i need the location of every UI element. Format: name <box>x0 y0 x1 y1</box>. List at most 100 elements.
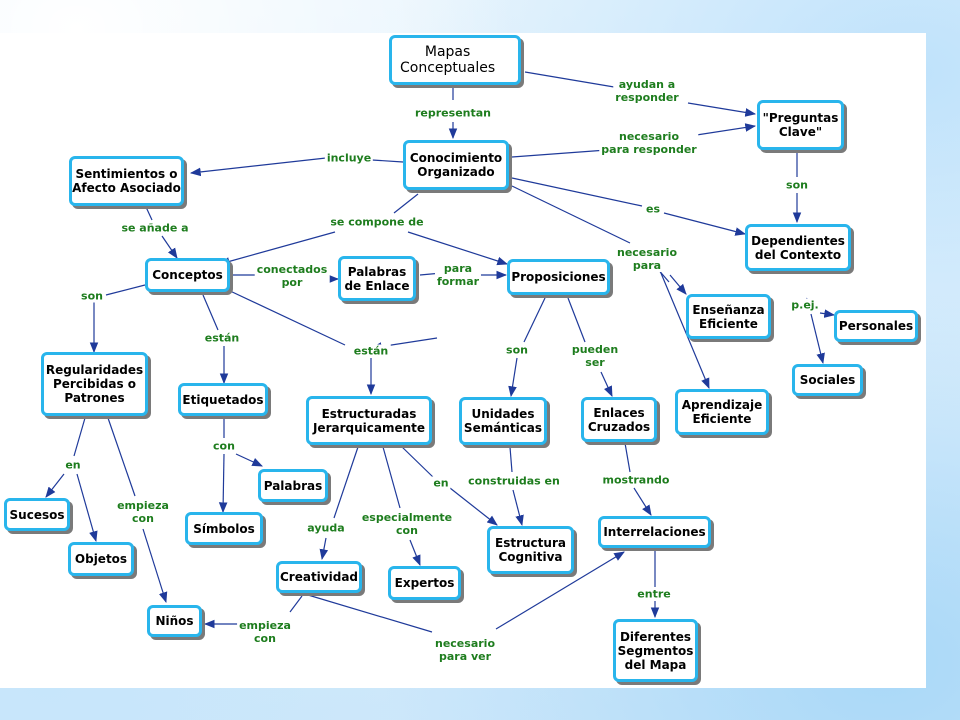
link-segment <box>511 149 608 158</box>
node-personales: Personales <box>834 310 918 342</box>
link-label-empieza-con-2: empieza con <box>237 619 293 645</box>
link-label-p-ej: p.ej. <box>789 298 821 312</box>
link-arrow <box>508 357 518 398</box>
node-conceptos: Conceptos <box>145 258 230 292</box>
node-unidades-semanticas: Unidades Semánticas <box>459 397 547 445</box>
link-segment <box>297 591 433 633</box>
link-segment <box>399 444 435 479</box>
link-segment <box>509 446 513 473</box>
link-label-se-compone-de: se compone de <box>328 215 426 229</box>
node-palabras-enlace: Palabras de Enlace <box>338 256 416 301</box>
link-segment <box>511 185 631 244</box>
link-segment <box>523 297 546 343</box>
node-mapas-conceptuales: Mapas Conceptuales <box>389 35 521 85</box>
link-arrow <box>600 371 613 397</box>
link-arrow <box>76 473 98 543</box>
node-estructuradas-jerarquicamente: Estructuradas Jerarquicamente <box>306 396 432 445</box>
link-arrow <box>235 453 263 467</box>
link-label-construidas-en: construidas en <box>466 474 562 488</box>
link-label-necesario-para-ver: necesario para ver <box>433 637 497 663</box>
link-arrow <box>669 274 687 295</box>
link-segment <box>382 446 401 509</box>
link-segment <box>105 284 146 296</box>
link-label-ayudan-a-responder: ayudan a responder <box>613 78 681 104</box>
link-arrow <box>45 473 65 498</box>
link-label-en-estructura: en <box>431 476 451 490</box>
link-label-con: con <box>211 439 237 453</box>
link-label-especialmente-con: especialmente con <box>359 511 455 537</box>
node-dependientes-contexto: Dependientes del Contexto <box>745 224 851 271</box>
link-segment <box>107 417 136 497</box>
link-label-mostrando: mostrando <box>600 473 672 487</box>
node-regularidades: Regularidades Percibidas o Patrones <box>41 352 148 416</box>
link-label-ayuda: ayuda <box>305 521 347 535</box>
link-label-conectados-por: conectados por <box>254 263 330 289</box>
link-arrow <box>449 487 498 526</box>
link-arrow <box>189 157 327 177</box>
link-arrow <box>218 453 228 514</box>
node-ensenanza-eficiente: Enseñanza Eficiente <box>686 294 771 339</box>
link-segment <box>333 446 359 519</box>
link-label-necesario-para-responder: necesario para responder <box>599 130 699 156</box>
link-segment <box>511 177 643 207</box>
link-arrow <box>657 265 710 389</box>
link-label-representan: representan <box>413 106 493 120</box>
node-palabras: Palabras <box>258 469 328 502</box>
link-segment <box>524 71 621 89</box>
link-segment <box>567 297 586 343</box>
node-preguntas-clave: "Preguntas Clave" <box>757 100 844 150</box>
link-label-son-preguntas: son <box>784 178 810 192</box>
link-label-en-sucesos: en <box>63 458 83 472</box>
link-arrow <box>409 539 421 567</box>
link-label-son-unidades: son <box>504 343 530 357</box>
node-ninos: Niños <box>147 605 202 637</box>
link-arrow <box>407 231 509 266</box>
link-label-necesario-para: necesario para <box>615 246 679 272</box>
link-label-es: es <box>643 202 663 216</box>
node-sociales: Sociales <box>792 364 863 396</box>
node-enlaces-cruzados: Enlaces Cruzados <box>581 397 657 442</box>
link-arrow <box>687 102 757 117</box>
link-arrow <box>319 537 329 561</box>
node-interrelaciones: Interrelaciones <box>598 516 711 548</box>
link-segment <box>145 206 153 221</box>
link-arrow <box>142 528 168 604</box>
link-segment <box>624 442 631 473</box>
link-label-estan-estructuradas: están <box>351 344 391 358</box>
link-arrow <box>663 212 747 236</box>
node-objetos: Objetos <box>68 542 134 576</box>
link-label-empieza-con: empieza con <box>115 499 171 525</box>
node-etiquetados: Etiquetados <box>178 383 268 416</box>
link-label-para-formar: para formar <box>434 262 482 288</box>
link-label-entre: entre <box>635 587 673 601</box>
link-arrow <box>633 487 652 516</box>
link-segment <box>289 595 303 613</box>
node-creatividad: Creatividad <box>276 561 362 593</box>
link-arrow <box>810 313 825 365</box>
link-segment <box>73 417 86 457</box>
node-simbolos: Símbolos <box>185 512 263 545</box>
link-label-pueden-ser: pueden ser <box>569 343 621 369</box>
link-segment <box>227 289 346 346</box>
node-sucesos: Sucesos <box>4 498 70 531</box>
link-arrow <box>161 235 178 259</box>
link-arrow <box>218 231 336 266</box>
link-segment <box>371 159 404 163</box>
link-arrow <box>495 551 625 630</box>
link-label-incluye: incluye <box>324 151 374 165</box>
node-conocimiento-organizado: Conocimiento Organizado <box>403 140 509 190</box>
link-arrow <box>512 489 524 527</box>
link-label-se-anade-a: se añade a <box>119 221 191 235</box>
link-label-son-regularidades: son <box>79 289 105 303</box>
link-arrow <box>819 309 836 318</box>
node-proposiciones: Proposiciones <box>507 259 610 295</box>
node-estructura-cognitiva: Estructura Cognitiva <box>487 526 574 574</box>
node-expertos: Expertos <box>388 566 461 600</box>
link-segment <box>393 193 419 214</box>
node-aprendizaje-eficiente: Aprendizaje Eficiente <box>675 389 769 435</box>
node-diferentes-segmentos: Diferentes Segmentos del Mapa <box>613 619 698 682</box>
link-segment <box>202 294 219 331</box>
link-label-estan-etiquetados: están <box>202 331 242 345</box>
link-arrow <box>689 123 757 137</box>
